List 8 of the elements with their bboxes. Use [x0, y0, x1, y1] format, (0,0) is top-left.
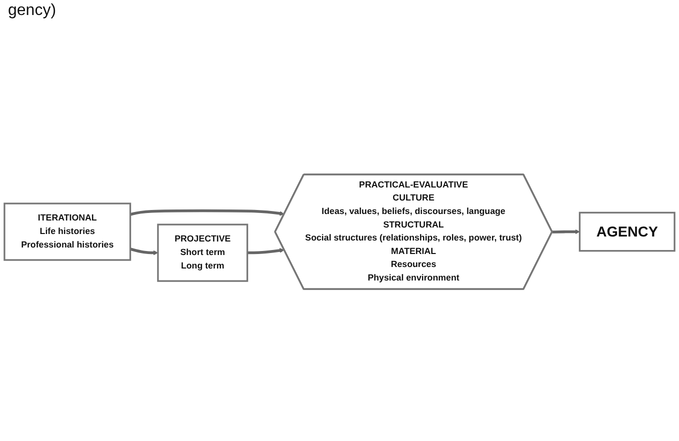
arrow — [130, 209, 284, 216]
arrow — [130, 247, 158, 255]
node-box: AGENCY — [578, 212, 676, 252]
arrow — [247, 248, 284, 254]
node-box: ITERATIONAL Life histories Professional histories — [4, 202, 132, 261]
note-text: gency) — [8, 2, 56, 19]
arrow — [552, 229, 580, 234]
node-box: PROJECTIVE Short term Long term — [157, 223, 248, 282]
